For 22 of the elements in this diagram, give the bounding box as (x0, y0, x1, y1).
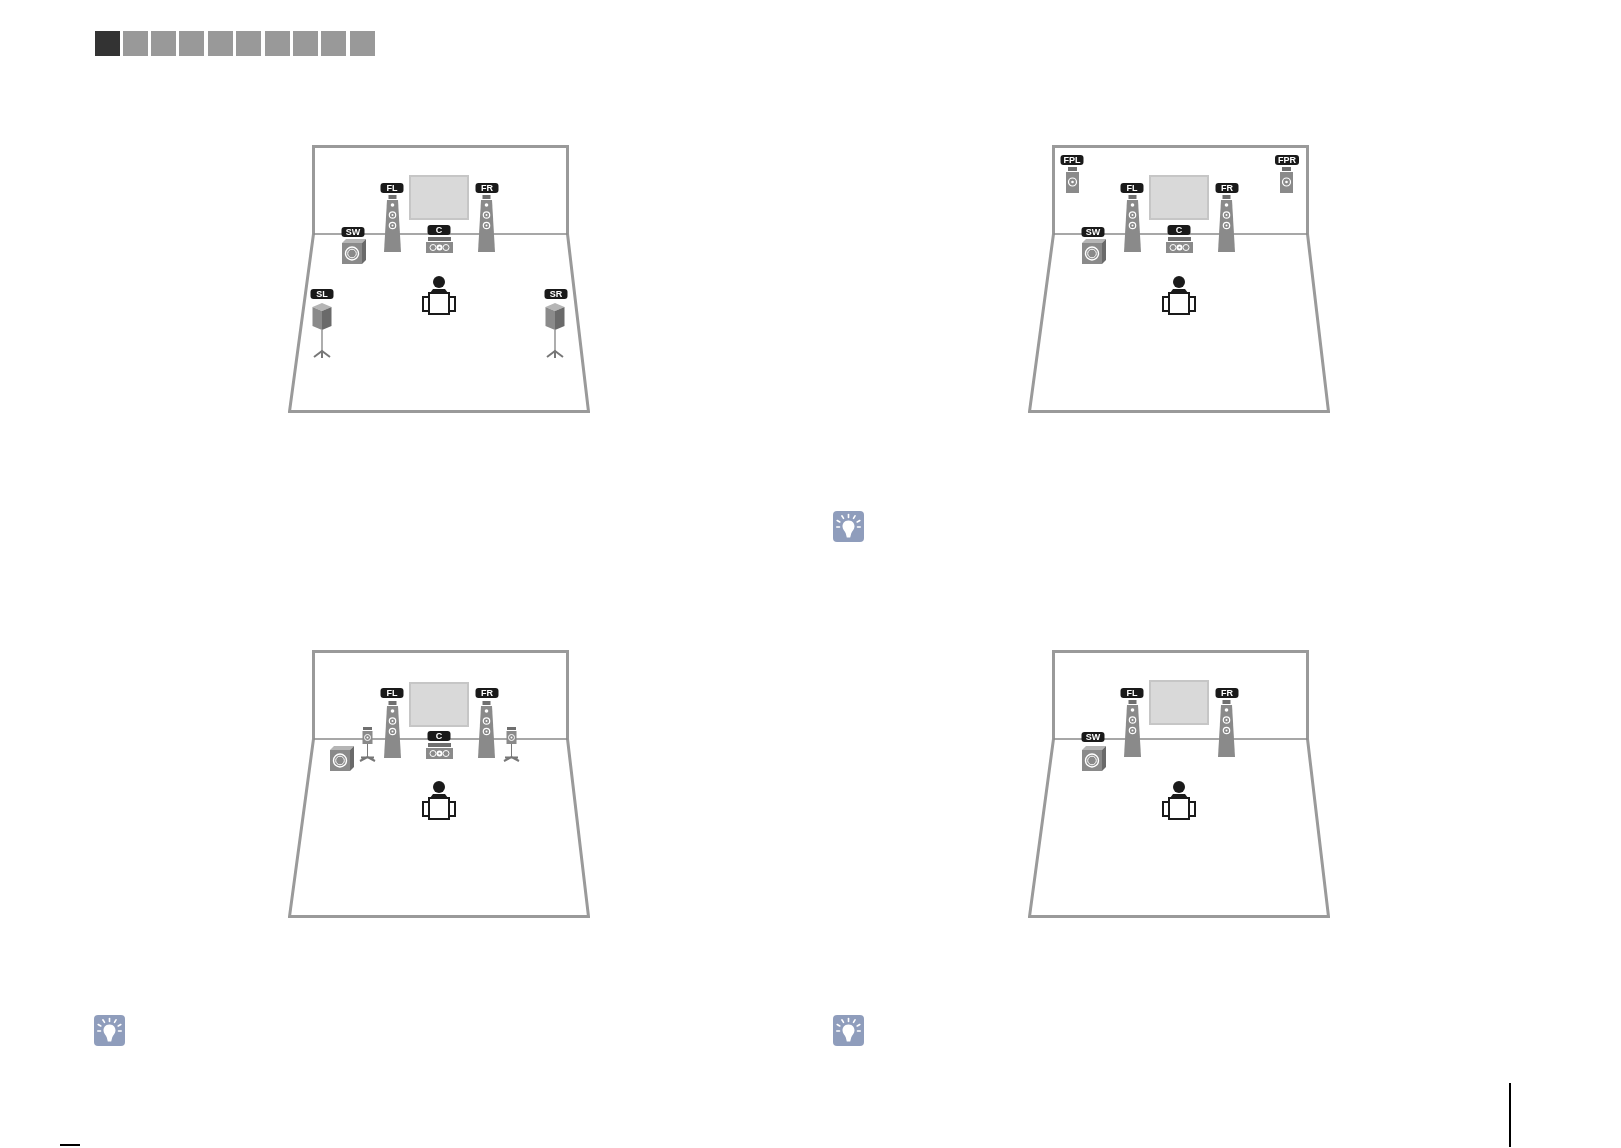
room-outline (288, 650, 590, 918)
channel-label: C (1167, 225, 1191, 235)
channel-label: FPR (1275, 155, 1299, 165)
channel-label: SW (1081, 732, 1105, 742)
room-outline (1028, 650, 1330, 918)
channel-label: FR (475, 183, 499, 193)
channel-label: FL (1120, 688, 1144, 698)
channel-label: FR (475, 688, 499, 698)
channel-label: C (427, 731, 451, 741)
channel-label: SL (310, 289, 334, 299)
channel-label: FL (380, 183, 404, 193)
channel-label: FR (1215, 688, 1239, 698)
channel-label: SR (544, 289, 568, 299)
room-outline (1028, 145, 1330, 413)
channel-label: FR (1215, 183, 1239, 193)
channel-label: SW (1081, 227, 1105, 237)
channel-label: FL (1120, 183, 1144, 193)
room-outline (288, 145, 590, 413)
channel-label: FPL (1060, 155, 1084, 165)
channel-label: C (427, 225, 451, 235)
channel-label: FL (380, 688, 404, 698)
channel-label: SW (341, 227, 365, 237)
